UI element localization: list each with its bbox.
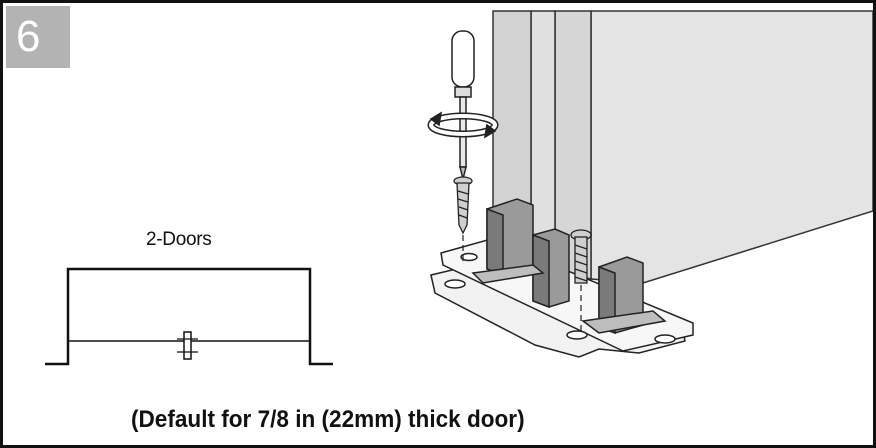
- two-door-schematic: [45, 267, 333, 366]
- door-guides: [471, 198, 667, 335]
- door-panels: [492, 10, 873, 284]
- screwdriver-icon: [451, 30, 475, 180]
- installation-illustration: [45, 10, 873, 366]
- screw-icon: [453, 176, 473, 235]
- rotation-arrow-icon: [427, 111, 499, 139]
- caption: (Default for 7/8 in (22mm) thick door): [131, 406, 525, 433]
- doors-label: 2-Doors: [146, 229, 212, 250]
- screw-icon: [570, 229, 592, 284]
- step-number-badge: 6: [6, 6, 70, 68]
- alignment-lines: [462, 235, 582, 333]
- door-guide-symbol: [183, 331, 192, 360]
